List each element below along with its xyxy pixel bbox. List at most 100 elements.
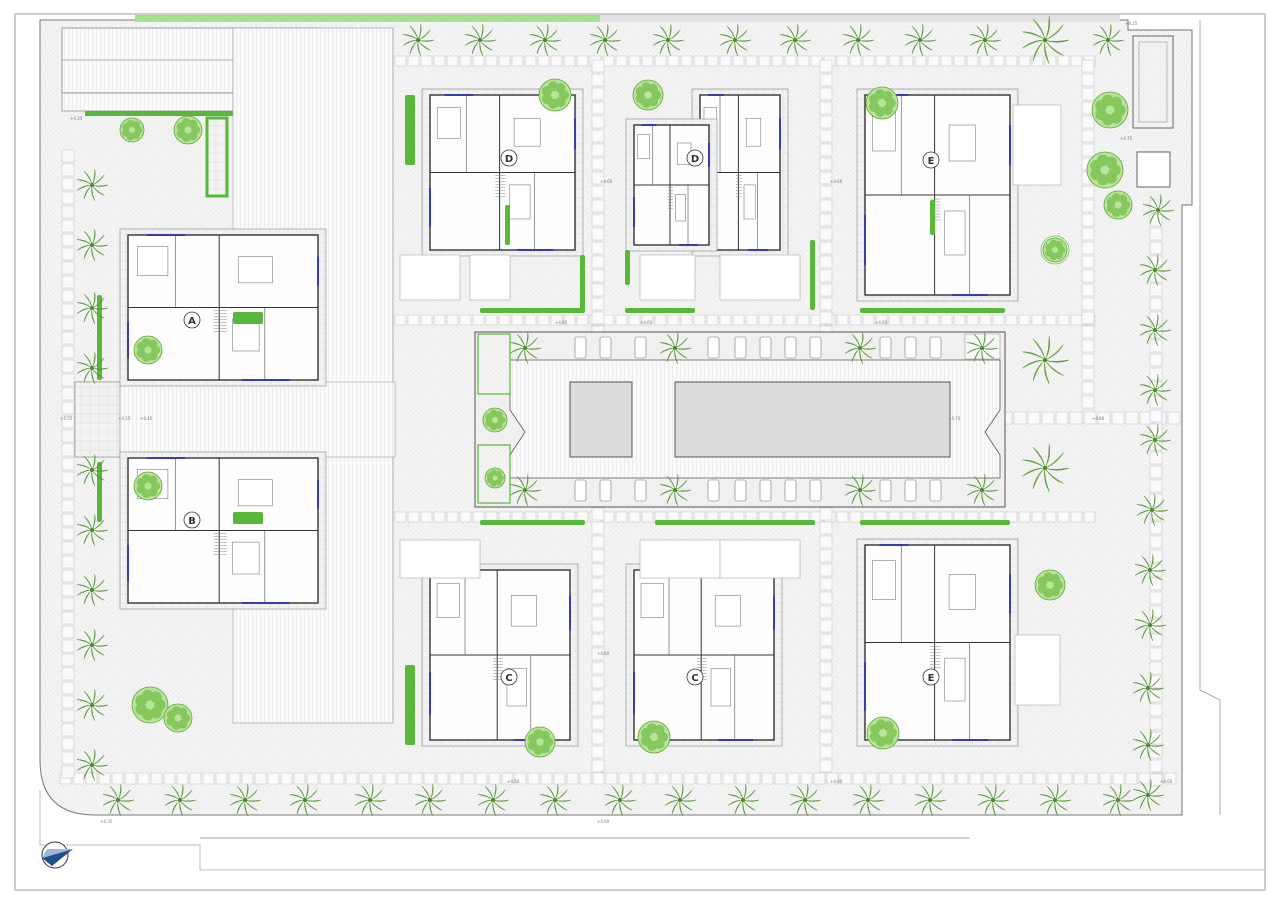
sun-lounger [879, 336, 892, 359]
paving-slab [1081, 283, 1095, 297]
palm-tree-icon [1134, 554, 1167, 586]
paving-slab [579, 772, 592, 785]
paving-slab [1044, 314, 1057, 326]
paving-slab [1112, 772, 1125, 785]
paving-slab [61, 541, 75, 555]
car-port [399, 254, 461, 301]
paving-slab [332, 772, 345, 785]
palm-tree-icon [1132, 779, 1165, 811]
paving-slab [1149, 731, 1163, 745]
paving-slab [591, 633, 605, 647]
sun-lounger [634, 336, 647, 359]
paving-slab [819, 535, 833, 549]
paving-slab [61, 163, 75, 177]
dining-table [714, 595, 741, 627]
paving-slab [966, 314, 979, 326]
paving-slab [241, 772, 254, 785]
paving-slab [61, 513, 75, 527]
paving-slab [576, 55, 589, 67]
villa-block-e1 [856, 88, 1019, 302]
palm-tree-icon [229, 784, 262, 816]
paving-slab [591, 745, 605, 759]
bed [637, 134, 650, 159]
paving-slab [1125, 411, 1139, 425]
paving-slab [61, 317, 75, 331]
palm-tree-icon [1102, 784, 1135, 816]
round-trees [119, 78, 1133, 758]
paving-slab [61, 149, 75, 163]
paving-slab [176, 772, 189, 785]
paving-slab [61, 331, 75, 345]
paving-slab [706, 55, 719, 67]
paving-slab [591, 507, 605, 521]
paving-slab [1057, 314, 1070, 326]
level-mark: +4.60 [555, 320, 568, 325]
paving-slab [61, 555, 75, 569]
paving-slab [501, 772, 514, 785]
sun-lounger [574, 479, 587, 502]
paving-slab [423, 772, 436, 785]
palm-tree-icon [1022, 444, 1070, 492]
bed [944, 657, 966, 702]
paving-slab [1164, 772, 1177, 785]
sun-lounger [707, 336, 720, 359]
paving-slab [819, 269, 833, 283]
hedge [97, 295, 102, 380]
palm-tree-icon [76, 749, 109, 781]
paving-slab [61, 639, 75, 653]
west-walkway [74, 381, 396, 458]
car-port [469, 254, 511, 301]
hedge [405, 665, 415, 745]
paving-slab [693, 55, 706, 67]
paving-slab [819, 227, 833, 241]
paving-slab [758, 314, 771, 326]
paving-slab [576, 314, 589, 326]
block-e2-label: E [922, 668, 940, 686]
paving-slab [436, 772, 449, 785]
paving-slab [591, 731, 605, 745]
paving-slab [719, 55, 732, 67]
paving-slab [61, 415, 75, 429]
paving-slab [1149, 633, 1163, 647]
paving-slab [1021, 772, 1034, 785]
palm-tree-icon [509, 332, 542, 364]
paving-slab [591, 717, 605, 731]
level-mark: +4.60 [875, 320, 888, 325]
paving-slab [61, 709, 75, 723]
paving-slab [1149, 451, 1163, 465]
paving-slab [849, 511, 862, 523]
paving-slab [953, 55, 966, 67]
paving-slab [591, 619, 605, 633]
hedge [860, 308, 1005, 313]
paving-slab [1149, 227, 1163, 241]
paving-slab [979, 314, 992, 326]
paving-slab [293, 772, 306, 785]
paving-slab [852, 772, 865, 785]
paving-slab [1034, 772, 1047, 785]
paving-slab [745, 314, 758, 326]
paving-slab [819, 213, 833, 227]
paving-slab [813, 772, 826, 785]
dining-table [513, 118, 541, 147]
paving-slab [1149, 773, 1163, 787]
paving-slab [72, 772, 85, 785]
paving-slab [956, 772, 969, 785]
paving-slab [591, 535, 605, 549]
paving-slab [602, 314, 615, 326]
block-d2-label: D [686, 149, 704, 167]
paving-slab [591, 759, 605, 773]
paving-slab [61, 611, 75, 625]
paving-slab [784, 55, 797, 67]
outer-street-line [1199, 20, 1221, 815]
paving-slab [61, 625, 75, 639]
paving-slab [1149, 703, 1163, 717]
paving-slab [709, 772, 722, 785]
palm-tree-icon [76, 454, 109, 486]
paving-slab [719, 314, 732, 326]
paving-slab [901, 55, 914, 67]
paving-slab [394, 511, 407, 523]
paving-slab [485, 314, 498, 326]
sculpture-circle [1040, 235, 1070, 265]
level-mark: +4.60 [640, 320, 653, 325]
paving-slab [591, 269, 605, 283]
